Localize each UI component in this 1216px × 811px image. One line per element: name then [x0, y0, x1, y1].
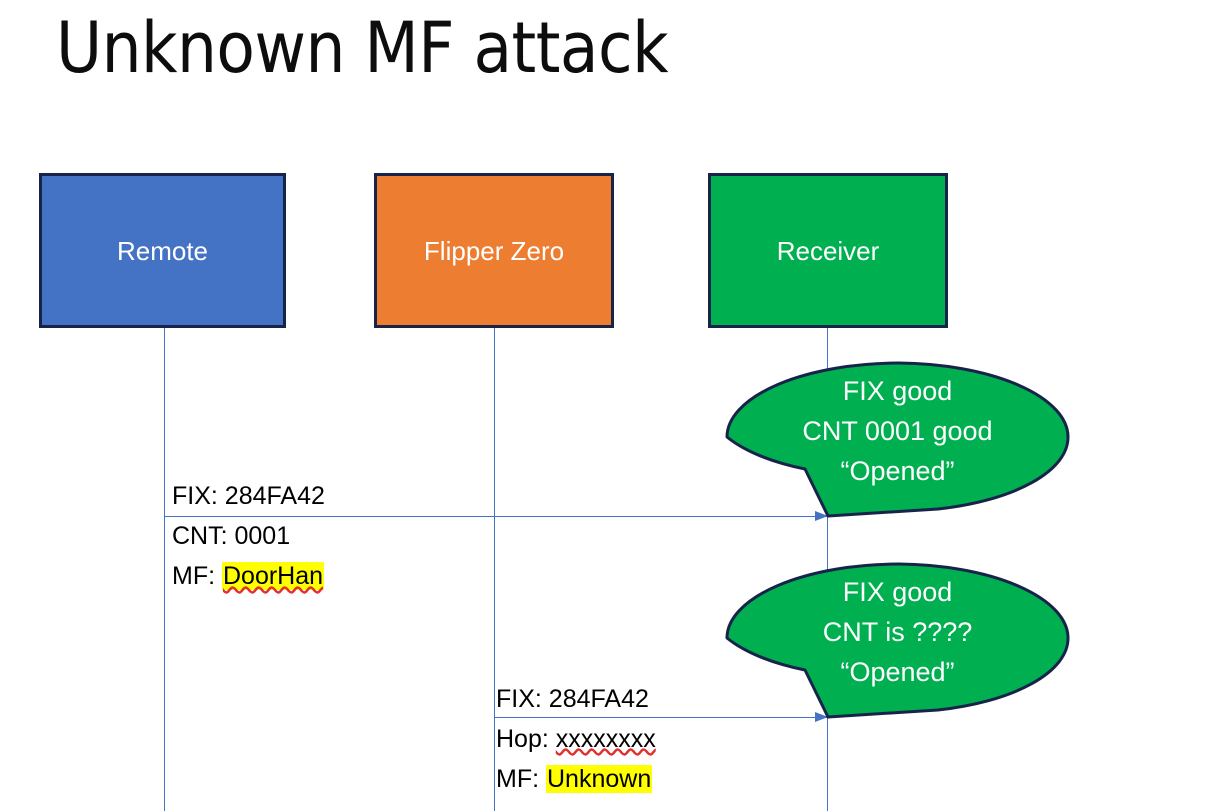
message-line-value-highlighted: Unknown: [546, 765, 653, 793]
lifeline-remote: [164, 328, 165, 811]
message-line-prefix: CNT:: [172, 522, 235, 550]
message-line-value: 0001: [234, 522, 291, 550]
actor-box-remote[interactable]: Remote: [39, 173, 286, 328]
lifeline-flipper-zero: [494, 328, 495, 811]
speech-bubble-shape: [725, 361, 1070, 518]
message-line: FIX: 284FA42: [496, 679, 656, 719]
speech-bubble-receiver-response-2: FIX good CNT is ???? “Opened”: [723, 559, 1072, 719]
message-label-remote-to-receiver: FIX: 284FA42 CNT: 0001 MF: DoorHan: [172, 476, 325, 596]
speech-bubble-receiver-response-1: FIX good CNT 0001 good “Opened”: [723, 358, 1072, 518]
message-line-value-highlighted: DoorHan: [222, 562, 325, 590]
message-line: MF: Unknown: [496, 759, 656, 799]
speech-bubble-shape: [725, 562, 1070, 719]
page-title: Unknown MF attack: [56, 7, 669, 89]
message-line-prefix: FIX:: [496, 685, 549, 713]
message-line-value: xxxxxxxx: [555, 725, 656, 753]
message-line: CNT: 0001: [172, 516, 325, 556]
message-line-value: 284FA42: [224, 482, 325, 510]
message-line: FIX: 284FA42: [172, 476, 325, 516]
message-line-prefix: FIX:: [172, 482, 225, 510]
message-line-prefix: Hop:: [496, 725, 556, 753]
actor-box-receiver[interactable]: Receiver: [708, 173, 948, 328]
actor-box-flipper-zero[interactable]: Flipper Zero: [374, 173, 614, 328]
message-label-flipper-to-receiver: FIX: 284FA42 Hop: xxxxxxxx MF: Unknown: [496, 679, 656, 799]
message-line-prefix: MF:: [172, 562, 222, 590]
message-line-prefix: MF:: [496, 765, 546, 793]
message-line-value: 284FA42: [548, 685, 649, 713]
actor-label-flipper-zero: Flipper Zero: [423, 235, 565, 266]
message-arrow-flipper-to-receiver: [494, 712, 828, 722]
message-line: Hop: xxxxxxxx: [496, 719, 656, 759]
actor-label-receiver: Receiver: [776, 235, 880, 266]
message-arrow-remote-to-receiver: [164, 511, 828, 521]
message-line: MF: DoorHan: [172, 556, 325, 596]
actor-label-remote: Remote: [116, 235, 209, 266]
